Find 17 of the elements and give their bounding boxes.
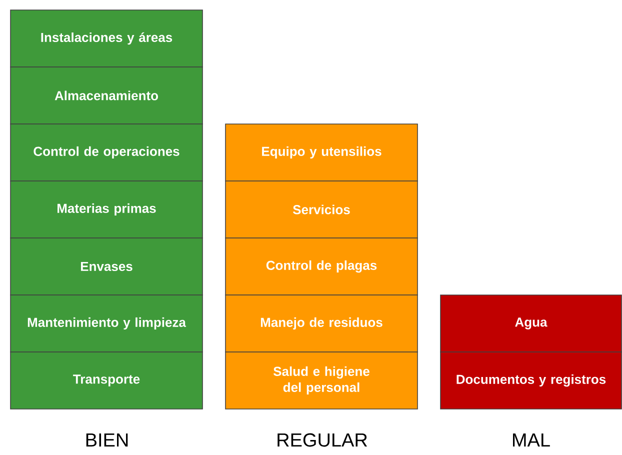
category-box: Transporte xyxy=(10,352,203,410)
category-box: Salud e higiene del personal xyxy=(225,352,418,410)
column-label: MAL xyxy=(513,433,550,447)
category-box: Almacenamiento xyxy=(10,66,203,124)
category-box: Mantenimiento y limpieza xyxy=(10,294,203,352)
column-label: REGULAR xyxy=(278,433,368,447)
column-label: BIEN xyxy=(86,433,128,447)
category-box: Control de plagas xyxy=(225,238,418,296)
category-box: Manejo de residuos xyxy=(225,294,418,352)
category-box: Envases xyxy=(10,238,203,296)
category-box: Agua xyxy=(440,294,622,352)
category-box: Equipo y utensilios xyxy=(225,124,418,182)
category-box: Control de operaciones xyxy=(10,124,203,182)
category-box: Servicios xyxy=(225,180,418,238)
category-box: Documentos y registros xyxy=(440,352,622,410)
category-box: Materias primas xyxy=(10,180,203,238)
category-box: Instalaciones y áreas xyxy=(10,10,203,68)
